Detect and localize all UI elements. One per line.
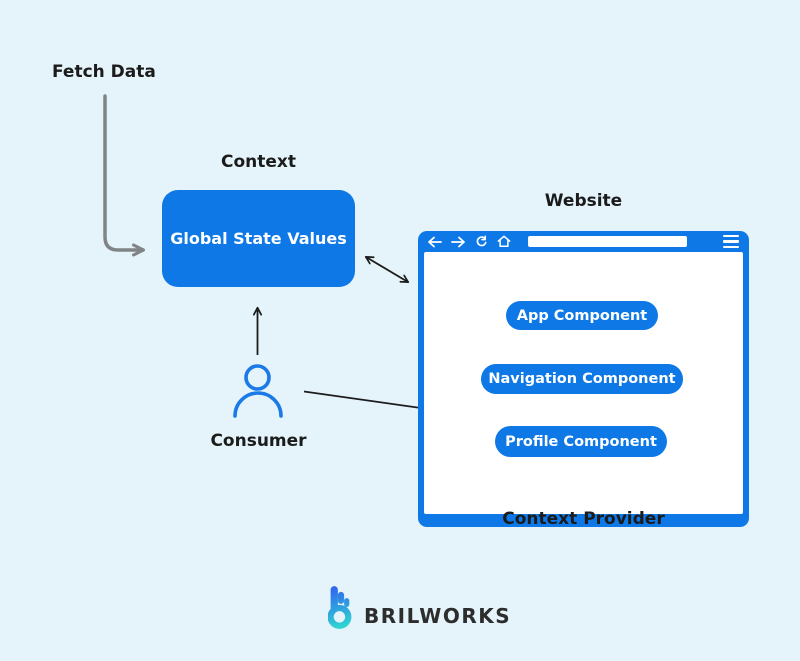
context-box-label: Global State Values: [170, 229, 347, 248]
home-icon[interactable]: [497, 235, 511, 248]
address-bar[interactable]: [528, 236, 687, 247]
brilworks-logo-icon: [328, 586, 352, 629]
browser-window: App Component Navigation Component Profi…: [418, 231, 749, 529]
website-label: Website: [544, 191, 623, 211]
context-global-state-box: Global State Values: [162, 190, 355, 287]
context-label: Context: [220, 152, 296, 172]
browser-content: App Component Navigation Component Profi…: [424, 252, 743, 529]
profile-component-button[interactable]: Profile Component: [495, 426, 667, 457]
app-component-button[interactable]: App Component: [506, 301, 658, 330]
fetch-data-label: Fetch Data: [52, 62, 156, 82]
brand-name: BRILWORKS: [364, 603, 512, 628]
sync-arrow: [366, 257, 408, 282]
back-icon[interactable]: [427, 236, 442, 248]
forward-icon[interactable]: [451, 236, 466, 248]
consumer-person-icon: [233, 364, 283, 418]
brand-logo: BRILWORKS: [328, 586, 511, 629]
navigation-component-button[interactable]: Navigation Component: [481, 364, 683, 394]
hamburger-menu-icon[interactable]: [723, 235, 739, 248]
fetch-data-arrow: [103, 94, 145, 257]
context-provider-label: Context Provider: [502, 509, 665, 529]
browser-toolbar: [418, 231, 749, 252]
refresh-icon[interactable]: [475, 235, 488, 248]
consumer-label: Consumer: [210, 431, 307, 451]
